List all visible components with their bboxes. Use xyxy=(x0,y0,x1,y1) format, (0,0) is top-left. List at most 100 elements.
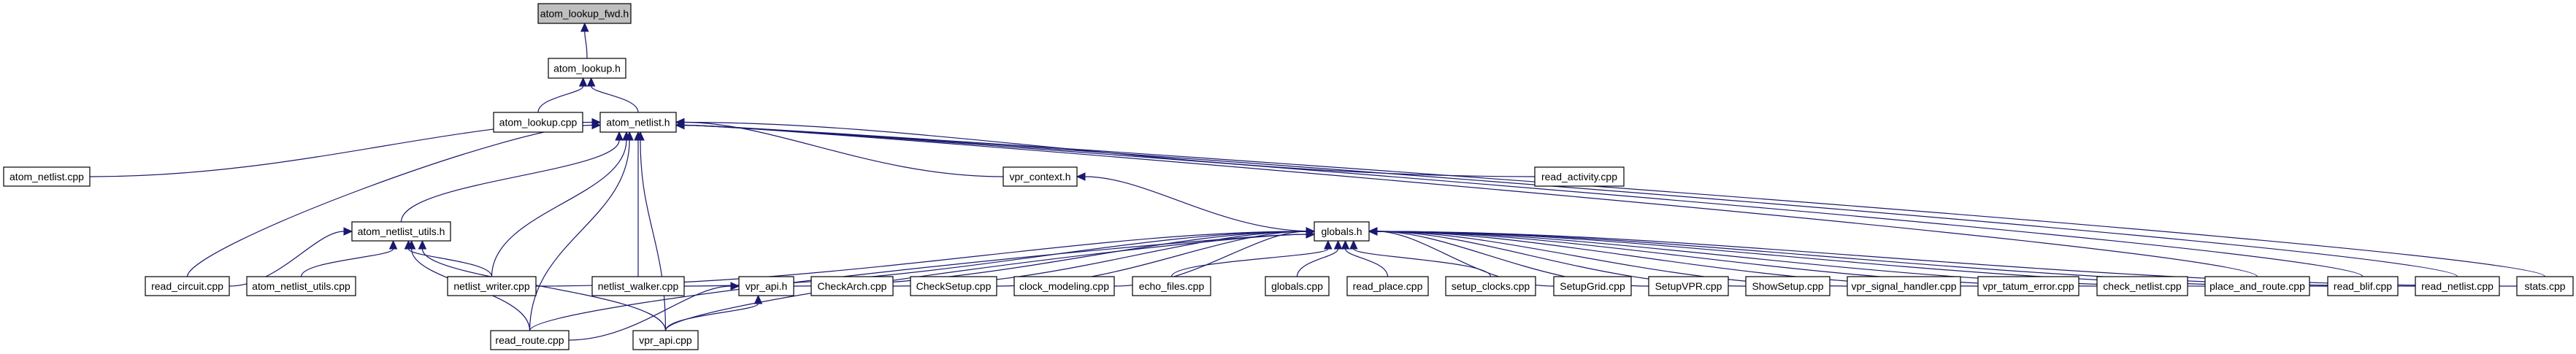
edge-setup_clocks_cpp-to-globals_h xyxy=(1349,239,1492,277)
node-label: SetupGrid.cpp xyxy=(1560,280,1625,292)
node-read-netlist-cpp[interactable]: read_netlist.cpp xyxy=(2415,276,2500,296)
node-atom-lookup-h[interactable]: atom_lookup.h xyxy=(548,58,626,79)
node-box[interactable] xyxy=(810,276,894,296)
arrowhead-icon xyxy=(591,120,602,130)
node-label: SetupVPR.cpp xyxy=(1655,280,1722,292)
node-box[interactable] xyxy=(145,276,230,296)
node-read-activity-cpp[interactable]: read_activity.cpp xyxy=(1534,166,1625,187)
edge-line xyxy=(664,234,1307,331)
edge-read_activity_cpp-to-atom_netlist_h xyxy=(675,118,1536,177)
node-label: vpr_api.h xyxy=(745,280,788,292)
node-box[interactable] xyxy=(2204,276,2310,296)
edge-line xyxy=(640,139,667,331)
node-box[interactable] xyxy=(2516,276,2574,296)
node-box[interactable] xyxy=(246,276,356,296)
node-box[interactable] xyxy=(1003,166,1078,187)
node-box[interactable] xyxy=(537,3,632,24)
node-box[interactable] xyxy=(738,276,794,296)
node-box[interactable] xyxy=(2096,276,2188,296)
node-box[interactable] xyxy=(2415,276,2500,296)
node-echo-files-cpp[interactable]: echo_files.cpp xyxy=(1132,276,1211,296)
node-atom-lookup-fwd[interactable]: atom_lookup_fwd.h xyxy=(537,3,632,24)
edge-read_circuit_cpp-to-atom_netlist_h xyxy=(186,120,602,277)
arrowhead-icon xyxy=(1349,239,1358,250)
edge-line xyxy=(491,139,627,277)
arrowhead-icon xyxy=(1341,239,1350,250)
node-CheckSetup-cpp[interactable]: CheckSetup.cpp xyxy=(910,276,997,296)
node-SetupVPR-cpp[interactable]: SetupVPR.cpp xyxy=(1648,276,1729,296)
edge-line xyxy=(584,31,588,59)
node-vpr-api-h[interactable]: vpr_api.h xyxy=(738,276,794,296)
arrowhead-icon xyxy=(634,131,643,141)
node-box[interactable] xyxy=(1265,276,1330,296)
node-vpr-context-h[interactable]: vpr_context.h xyxy=(1003,166,1078,187)
node-CheckArch-cpp[interactable]: CheckArch.cpp xyxy=(810,276,894,296)
node-globals-cpp[interactable]: globals.cpp xyxy=(1265,276,1330,296)
node-label: ShowSetup.cpp xyxy=(1752,280,1823,292)
node-globals-h[interactable]: globals.h xyxy=(1314,221,1370,242)
node-label: atom_netlist.h xyxy=(606,117,670,128)
node-label: vpr_tatum_error.cpp xyxy=(1982,280,2074,292)
edge-vpr_api_cpp-to-globals_h xyxy=(664,230,1316,331)
node-box[interactable] xyxy=(1648,276,1729,296)
node-box[interactable] xyxy=(1847,276,1961,296)
node-box[interactable] xyxy=(1132,276,1211,296)
node-box[interactable] xyxy=(447,276,537,296)
node-place-and-route-cpp[interactable]: place_and_route.cpp xyxy=(2204,276,2310,296)
node-check-netlist-cpp[interactable]: check_netlist.cpp xyxy=(2096,276,2188,296)
arrowhead-icon xyxy=(675,120,685,130)
node-box[interactable] xyxy=(1977,276,2079,296)
node-read-route-cpp[interactable]: read_route.cpp xyxy=(490,330,570,350)
node-box[interactable] xyxy=(1445,276,1536,296)
node-box[interactable] xyxy=(599,112,677,133)
node-label: read_route.cpp xyxy=(495,334,564,346)
edge-line xyxy=(664,303,759,331)
node-box[interactable] xyxy=(591,276,685,296)
node-atom-netlist-utils-h[interactable]: atom_netlist_utils.h xyxy=(351,221,451,242)
node-vpr-api-cpp[interactable]: vpr_api.cpp xyxy=(632,330,699,350)
node-atom-netlist-h[interactable]: atom_netlist.h xyxy=(599,112,677,133)
node-box[interactable] xyxy=(1013,276,1115,296)
node-read-blif-cpp[interactable]: read_blif.cpp xyxy=(2327,276,2399,296)
arrowhead-icon xyxy=(1324,239,1333,250)
node-setup-clocks-cpp[interactable]: setup_clocks.cpp xyxy=(1445,276,1536,296)
node-box[interactable] xyxy=(493,112,583,133)
edge-read_place_cpp-to-globals_h xyxy=(1341,239,1389,277)
node-clock-modeling-cpp[interactable]: clock_modeling.cpp xyxy=(1013,276,1115,296)
node-box[interactable] xyxy=(1745,276,1831,296)
node-read-circuit-cpp[interactable]: read_circuit.cpp xyxy=(145,276,230,296)
edge-line xyxy=(683,124,2364,277)
edge-line xyxy=(1296,248,1339,277)
node-box[interactable] xyxy=(548,58,626,79)
node-atom-netlist-cpp[interactable]: atom_netlist.cpp xyxy=(3,166,91,187)
node-box[interactable] xyxy=(3,166,91,187)
edge-line xyxy=(568,285,732,341)
node-box[interactable] xyxy=(1534,166,1625,187)
node-box[interactable] xyxy=(490,330,570,350)
node-box[interactable] xyxy=(1346,276,1429,296)
edge-line xyxy=(683,121,1536,177)
node-stats-cpp[interactable]: stats.cpp xyxy=(2516,276,2574,296)
node-vpr-tatum-error-cpp[interactable]: vpr_tatum_error.cpp xyxy=(1977,276,2079,296)
node-box[interactable] xyxy=(910,276,997,296)
node-label: atom_lookup.cpp xyxy=(499,117,578,128)
node-read-place-cpp[interactable]: read_place.cpp xyxy=(1346,276,1429,296)
node-label: atom_lookup.h xyxy=(553,63,621,74)
node-label: atom_netlist.cpp xyxy=(9,171,84,182)
node-box[interactable] xyxy=(1553,276,1632,296)
node-box[interactable] xyxy=(351,221,451,242)
node-box[interactable] xyxy=(2327,276,2399,296)
edge-line xyxy=(537,85,584,113)
node-atom-netlist-utils-cpp[interactable]: atom_netlist_utils.cpp xyxy=(246,276,356,296)
node-SetupGrid-cpp[interactable]: SetupGrid.cpp xyxy=(1553,276,1632,296)
edge-stats_cpp-to-globals_h xyxy=(1368,227,2518,287)
node-netlist-writer-cpp[interactable]: netlist_writer.cpp xyxy=(447,276,537,296)
node-vpr-signal-handler-cpp[interactable]: vpr_signal_handler.cpp xyxy=(1847,276,1961,296)
node-ShowSetup-cpp[interactable]: ShowSetup.cpp xyxy=(1745,276,1831,296)
node-box[interactable] xyxy=(632,330,699,350)
node-label: read_place.cpp xyxy=(1353,280,1423,292)
node-label: CheckArch.cpp xyxy=(818,280,887,292)
node-atom-lookup-cpp[interactable]: atom_lookup.cpp xyxy=(493,112,583,133)
node-box[interactable] xyxy=(1314,221,1370,242)
node-netlist-walker-cpp[interactable]: netlist_walker.cpp xyxy=(591,276,685,296)
